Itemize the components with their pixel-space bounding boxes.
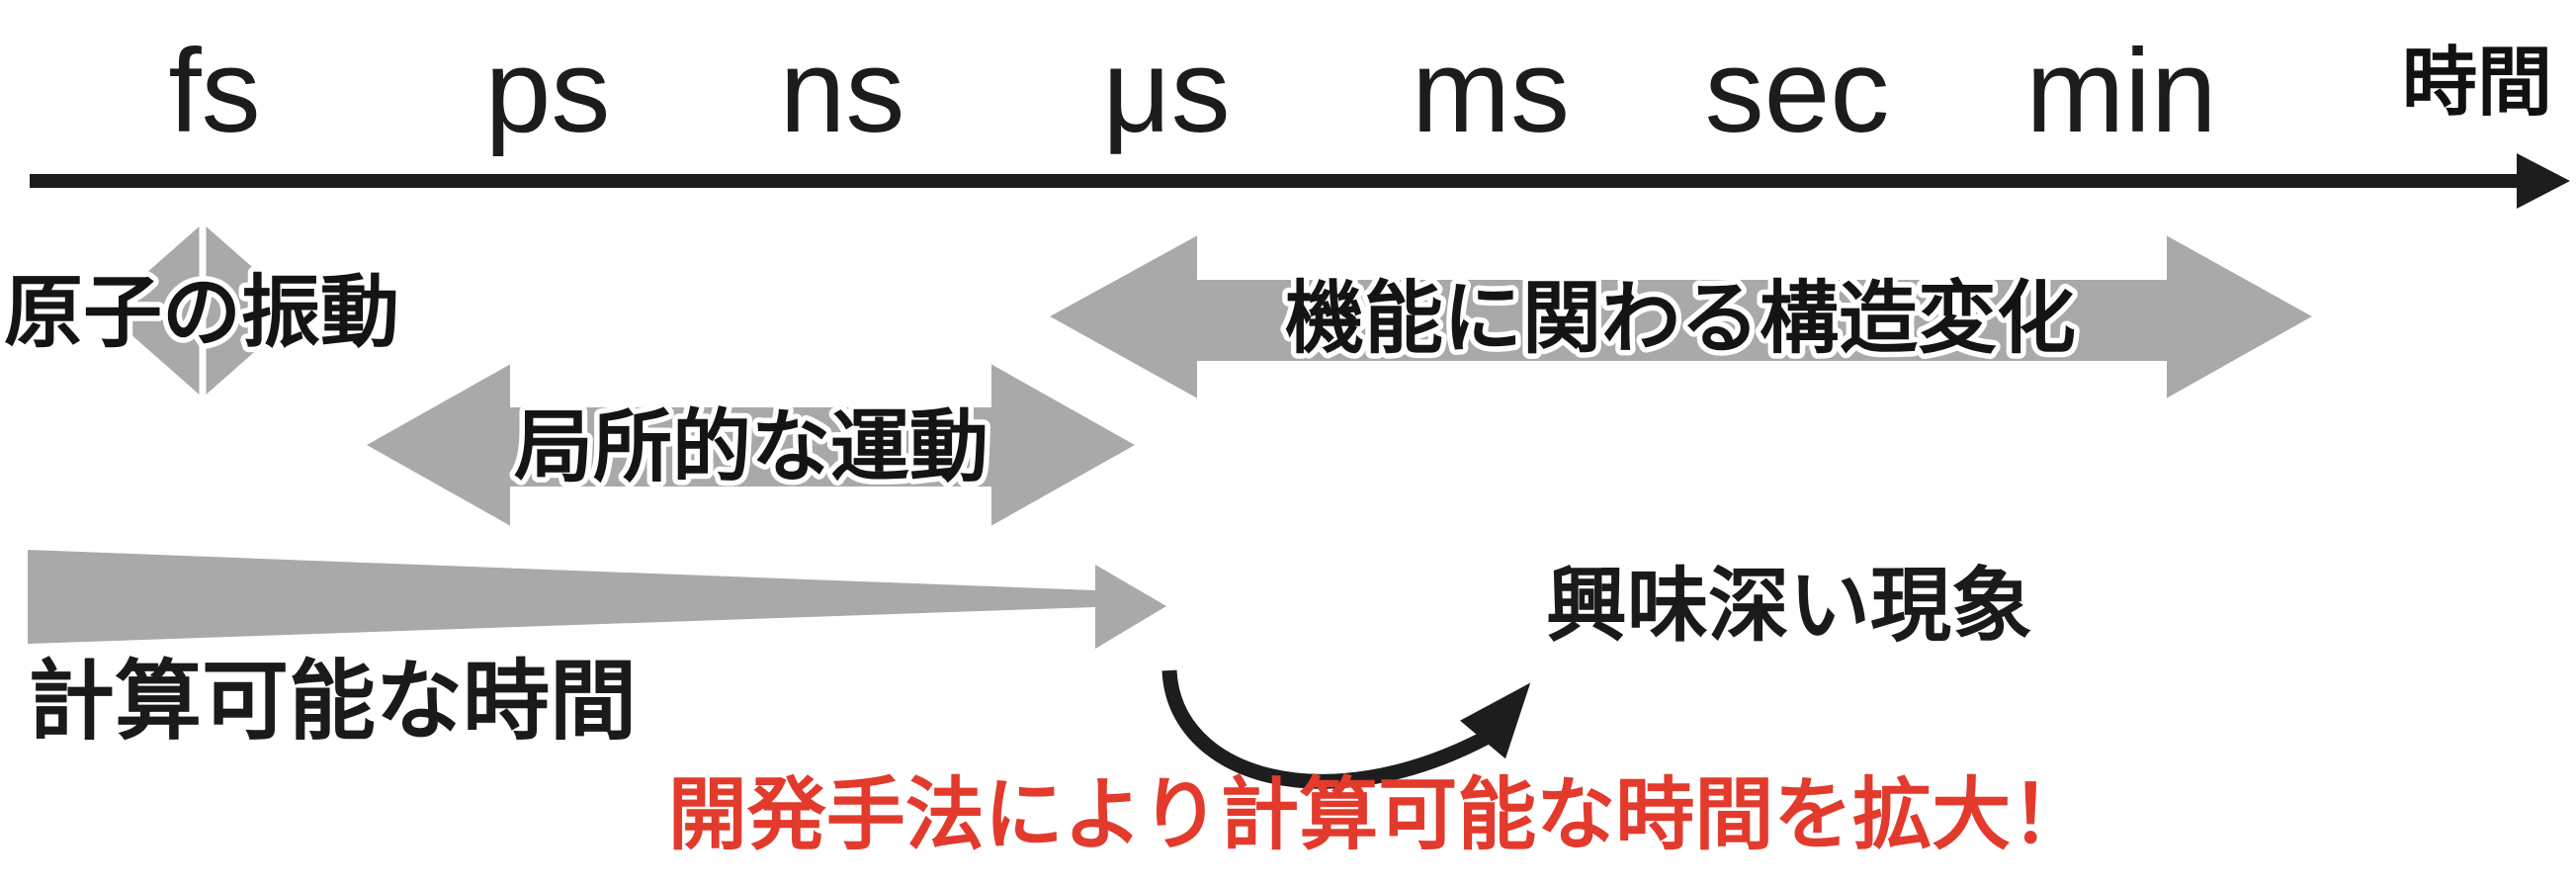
axis-unit-us: μs (1102, 25, 1230, 157)
atomic-vibration-double-arrow-icon (104, 221, 301, 400)
axis-unit-fs: fs (168, 25, 260, 157)
axis-unit-min: min (2025, 25, 2216, 157)
axis-unit-ps: ps (485, 25, 611, 157)
time-axis-arrowhead-icon (2517, 153, 2570, 209)
axis-title-time: 時間 (2402, 42, 2552, 126)
computable-time-wedge-arrow-icon (28, 550, 1166, 649)
expansion-curved-arrow-icon (1161, 669, 1531, 789)
axis-unit-ms: ms (1412, 25, 1570, 157)
axis-unit-sec: sec (1705, 25, 1890, 157)
structural-change-double-arrow-icon (1041, 228, 2321, 405)
interesting-phenomena-label: 興味深い現象 (1546, 562, 2032, 652)
expansion-callout-text: 開発手法により計算可能な時間を拡大！ (668, 771, 2090, 859)
axis-unit-ns: ns (780, 25, 905, 157)
atomic-vibration-label: 原子の振動 (4, 269, 399, 357)
structural-change-label: 機能に関わる構造変化 (1285, 275, 2076, 363)
local-motion-double-arrow-icon (358, 357, 1144, 533)
local-motion-label: 局所的な運動 (514, 403, 988, 491)
computable-time-label: 計算可能な時間 (28, 653, 637, 751)
